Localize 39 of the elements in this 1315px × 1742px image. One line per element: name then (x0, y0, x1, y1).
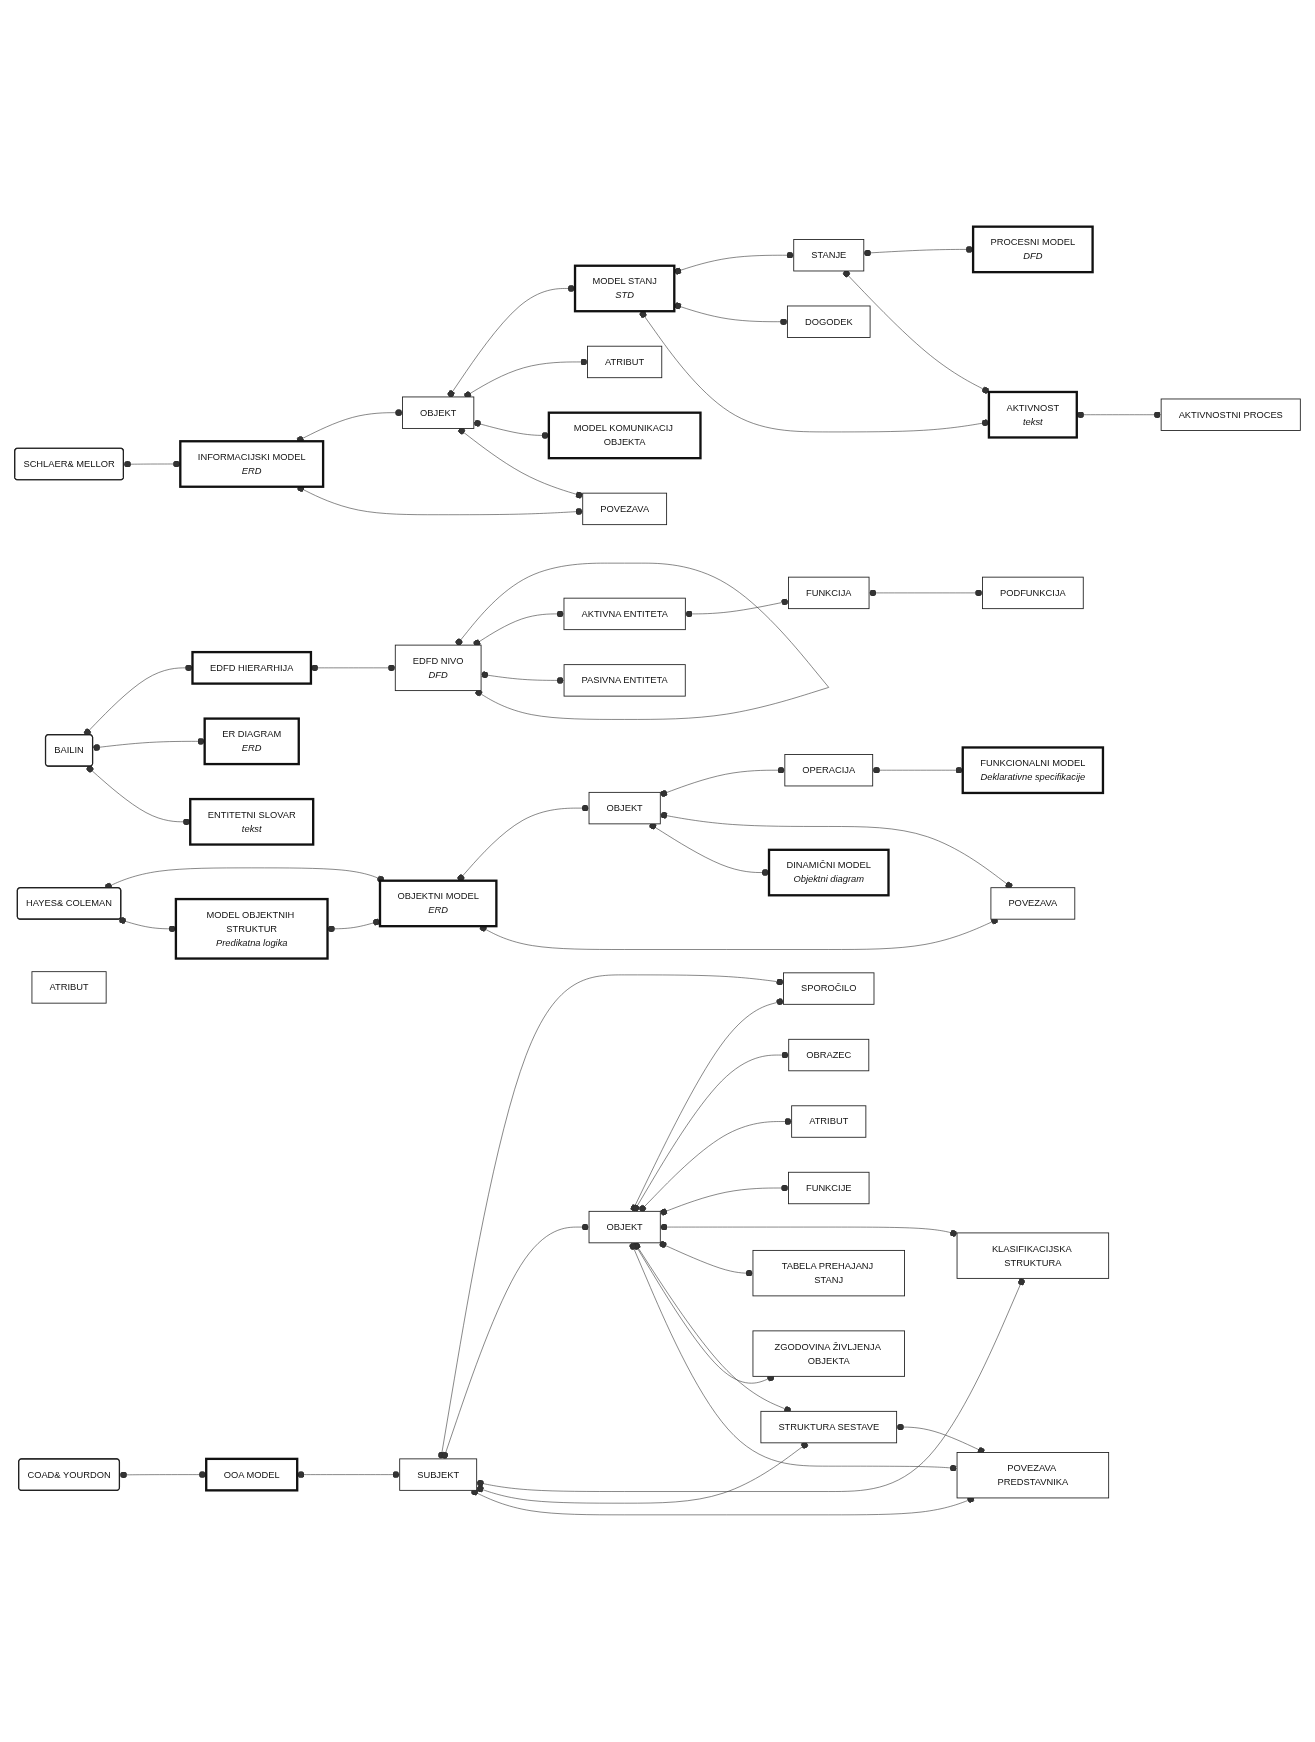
node-box: OBJEKTNI MODEL ERD (378, 879, 498, 928)
node-box: POVEZAVA PREDSTAVNIKA (956, 1452, 1110, 1499)
node-box: MODEL KOMUNIKACIJ OBJEKTA (547, 411, 702, 460)
node-box: FUNKCIJA (788, 576, 870, 610)
node-box: PASIVNA ENTITETA (563, 664, 686, 697)
node-box: OBRAZEC (788, 1039, 870, 1072)
node-box: TABELA PREHAJANJ STANJ (752, 1250, 905, 1297)
node-box: OBJEKT (588, 792, 661, 825)
node-box: OPERACIJA (784, 754, 874, 787)
node-box: EDFD HIERARHIJA (191, 651, 313, 685)
node-box: INFORMACIJSKI MODEL ERD (179, 440, 325, 489)
node-box: PROCESNI MODEL DFD (971, 225, 1094, 274)
node-box: ZGODOVINA ŽIVLJENJA OBJEKTA (752, 1330, 905, 1378)
node-box: STRUKTURA SESTAVE (760, 1411, 898, 1444)
node-box: OBJEKT (402, 396, 475, 430)
node-box: DINAMIČNI MODEL Objektni diagram (767, 848, 890, 897)
node-box: ATRIBUT (791, 1105, 867, 1138)
node-box: STANJE (793, 239, 865, 272)
node-box: FUNKCIJE (788, 1172, 870, 1205)
node-box: DOGODEK (786, 305, 871, 339)
node-box: ENTITETNI SLOVAR tekst (189, 798, 315, 846)
node-box: FUNKCIONALNI MODEL Deklarativne specifikacije (961, 746, 1105, 795)
node-box: AKTIVNOST tekst (987, 391, 1078, 439)
node-box: SUBJEKT (399, 1458, 478, 1492)
node-box: SPOROČILO (783, 972, 875, 1005)
node-box: OBJEKT (588, 1211, 661, 1244)
node-box: ATRIBUT (587, 346, 663, 379)
node-box: AKTIVNOSTNI PROCES (1160, 398, 1301, 432)
node-box: KLASIFIKACIJSKA STRUKTURA (956, 1232, 1110, 1280)
node-box: AKTIVNA ENTITETA (563, 597, 686, 631)
node-box: POVEZAVA (582, 492, 668, 526)
node-box: ATRIBUT (31, 971, 107, 1004)
node-box: PODFUNKCIJA (982, 576, 1084, 610)
node-box: ER DIAGRAM ERD (203, 717, 300, 766)
node-box: POVEZAVA (990, 887, 1076, 920)
node-box: EDFD NIVO DFD (394, 644, 482, 692)
node-box: OOA MODEL (205, 1457, 299, 1492)
node-box: MODEL OBJEKTNIH STRUKTUR Predikatna logika (174, 898, 329, 960)
node-box: MODEL STANJ STD (573, 264, 676, 313)
